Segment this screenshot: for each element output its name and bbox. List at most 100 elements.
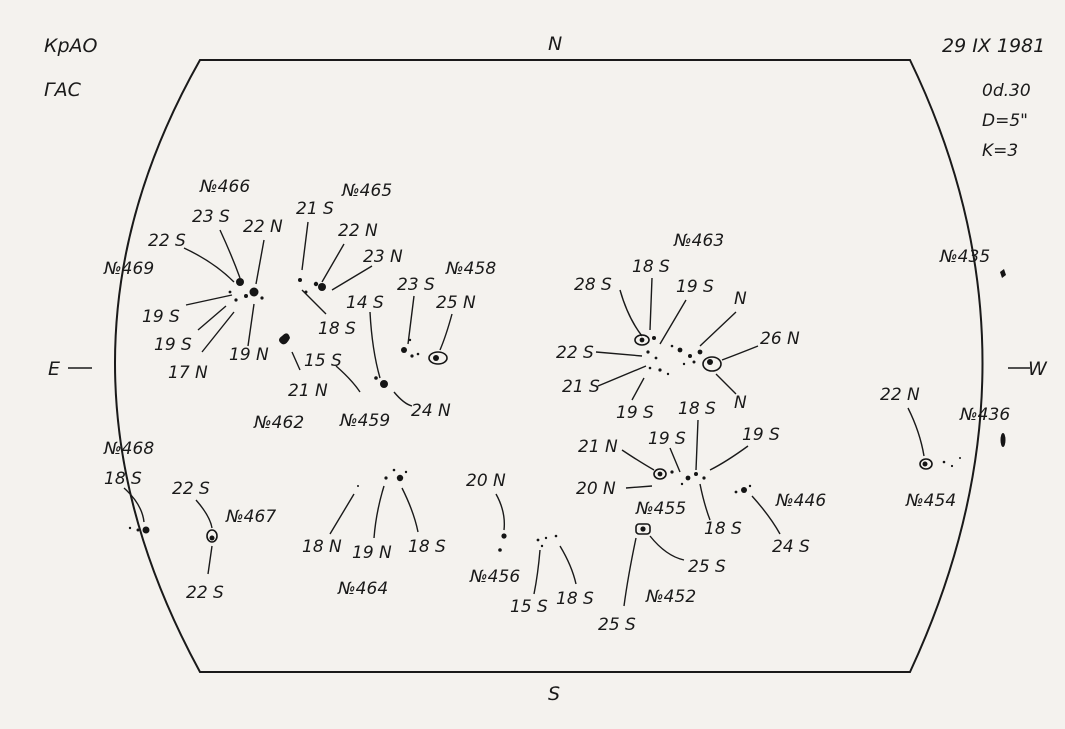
group-part-label: 19 S xyxy=(648,429,686,449)
sunspot-cluster-452 xyxy=(635,523,651,535)
leader-line xyxy=(751,495,781,535)
group-part-label: 23 N xyxy=(363,247,403,267)
group-part-label: 22 N xyxy=(880,385,920,405)
instrument-label: ГАС xyxy=(44,79,82,101)
group-part-label: 14 S xyxy=(346,293,384,313)
sunspot-cluster-466 xyxy=(228,278,264,302)
group-part-label: 22 N xyxy=(338,221,378,241)
leader-line xyxy=(907,407,925,457)
sunspot-462 xyxy=(279,333,290,345)
group-part-label: 23 S xyxy=(397,275,435,295)
west-label: W xyxy=(1028,358,1048,380)
leader-line xyxy=(195,499,213,575)
group-part-label: 28 S xyxy=(574,275,612,295)
leader-line xyxy=(595,277,759,401)
group-part-label: 21 S xyxy=(562,377,600,397)
group-part-label: 25 S xyxy=(688,557,726,577)
group-number: №456 xyxy=(469,567,520,587)
group-part-label: 25 S xyxy=(598,615,636,635)
diameter-label: D=5" xyxy=(982,111,1028,131)
leader-line xyxy=(329,485,419,539)
group-number: №435 xyxy=(939,247,990,267)
group-part-label: 22 N xyxy=(243,217,283,237)
group-part-label: 25 N xyxy=(436,293,476,313)
group-part-label: 21 N xyxy=(578,437,618,457)
group-part-label: 23 S xyxy=(192,207,230,227)
leader-line xyxy=(623,535,685,607)
group-part-label: 22 S xyxy=(556,343,594,363)
group-part-label: 21 N xyxy=(288,381,328,401)
group-part-label: 15 S xyxy=(304,351,342,371)
leader-line xyxy=(301,221,373,315)
sunspot-436 xyxy=(1000,433,1006,447)
group-number: №459 xyxy=(339,411,390,431)
sunspot-cluster-458 xyxy=(374,338,448,388)
group-part-label: 18 S xyxy=(556,589,594,609)
group-part-label: 19 S xyxy=(676,277,714,297)
group-part-label: 26 N xyxy=(760,329,800,349)
group-number: №468 xyxy=(103,439,154,459)
group-part-label: 18 S xyxy=(104,469,142,489)
sunspot-cluster-468 xyxy=(128,526,150,534)
sunspot-cluster-456 xyxy=(498,533,558,552)
leader-line xyxy=(183,229,265,353)
group-part-label: 18 S xyxy=(632,257,670,277)
group-part-label: 18 S xyxy=(704,519,742,539)
time-label: 0d.30 xyxy=(982,81,1031,101)
group-part-label: 19 S xyxy=(616,403,654,423)
group-part-label: 15 S xyxy=(510,597,548,617)
group-part-label: 18 N xyxy=(302,537,342,557)
observatory-label: КрАО xyxy=(44,35,98,57)
group-part-label: 17 N xyxy=(168,363,208,383)
group-part-label: 22 S xyxy=(186,583,224,603)
group-part-label: 18 S xyxy=(318,319,356,339)
group-number: №463 xyxy=(673,231,724,251)
group-part-label: 19 N xyxy=(352,543,392,563)
group-part-label: 18 S xyxy=(678,399,716,419)
group-number: №454 xyxy=(905,491,956,511)
group-number: №469 xyxy=(103,259,154,279)
group-part-label: 24 N xyxy=(411,401,451,421)
group-part-label: 19 S xyxy=(142,307,180,327)
group-part-label: 19 N xyxy=(229,345,269,365)
group-part-label: 20 N xyxy=(466,471,506,491)
south-label: S xyxy=(548,683,560,705)
group-number: №452 xyxy=(645,587,696,607)
north-label: N xyxy=(548,33,562,55)
group-number: №464 xyxy=(337,579,388,599)
group-part-label: N xyxy=(734,289,747,309)
group-part-label: 22 S xyxy=(172,479,210,499)
sunspot-cluster-463 xyxy=(634,334,722,376)
group-number: №465 xyxy=(341,181,392,201)
sunspot-cluster-465 xyxy=(298,278,326,294)
group-part-label: 24 S xyxy=(772,537,810,557)
group-part-label: 18 S xyxy=(408,537,446,557)
group-number: №467 xyxy=(225,507,276,527)
group-number: №462 xyxy=(253,413,304,433)
leader-line xyxy=(291,295,453,407)
group-number: №466 xyxy=(199,177,250,197)
quality-label: K=3 xyxy=(982,141,1018,161)
group-part-label: 21 S xyxy=(296,199,334,219)
group-number: №455 xyxy=(635,499,686,519)
group-number: №436 xyxy=(959,405,1010,425)
east-label: E xyxy=(48,358,60,380)
group-part-label: 19 S xyxy=(154,335,192,355)
date-label: 29 IX 1981 xyxy=(942,35,1045,57)
group-number: №446 xyxy=(775,491,826,511)
group-part-label: 19 S xyxy=(742,425,780,445)
sunspot-cluster-446 xyxy=(734,484,752,494)
leader-line xyxy=(495,493,577,595)
sunspot-cluster-467 xyxy=(206,529,218,543)
group-part-label: N xyxy=(734,393,747,413)
leader-line xyxy=(123,487,145,523)
sunspot-435 xyxy=(1000,269,1006,278)
sunspot-cluster-454 xyxy=(919,457,961,470)
solar-disk-outline xyxy=(114,59,984,673)
group-number: №458 xyxy=(445,259,496,279)
sunspot-cluster-464 xyxy=(357,468,408,487)
sunspot-cluster-455 xyxy=(653,468,706,486)
leader-line xyxy=(621,419,749,521)
group-part-label: 22 S xyxy=(148,231,186,251)
